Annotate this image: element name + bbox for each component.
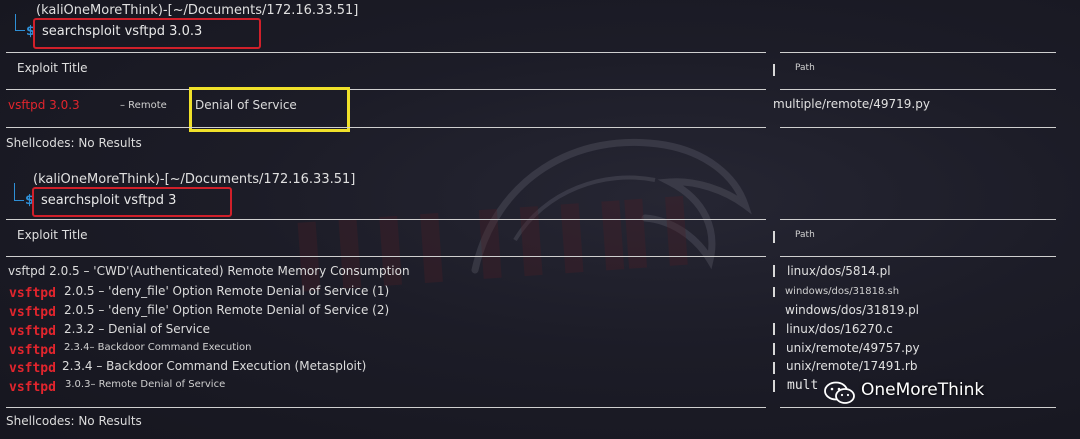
shellcodes-1: Shellcodes: No Results (6, 136, 142, 150)
table-row-path: mult (787, 378, 819, 393)
table-1-header-path: Path (795, 63, 815, 73)
prompt-1: (kaliOneMoreThink)-[~/Documents/172.16.3… (36, 3, 359, 18)
table-row-path: windows/dos/31819.pl (785, 303, 920, 317)
table-row-name: vsftpd (9, 343, 56, 358)
shellcodes-2: Shellcodes: No Results (6, 414, 142, 428)
table-row-divider (773, 380, 775, 392)
table-row-divider (773, 362, 775, 374)
table-2-header-title: Exploit Title (17, 228, 88, 242)
table-row-name: vsftpd (9, 305, 56, 320)
table-row-title: 2.0.5 – 'deny_file' Option Remote Denial… (64, 284, 390, 298)
table-row-title: 2.3.4– Backdoor Command Execution (64, 342, 252, 353)
table-row-name: vsftpd (9, 380, 56, 395)
table-row-divider (773, 343, 775, 355)
table-2-top-rule-path (780, 219, 1056, 220)
result-1-name: vsftpd 3.0.3 (8, 98, 80, 112)
table-row-path: unix/remote/49757.py (786, 341, 920, 355)
table-2-header-divider (773, 231, 775, 243)
table-1-header-divider (773, 64, 775, 76)
table-2-mid-rule-path (780, 256, 1056, 257)
table-row-path: unix/remote/17491.rb (786, 359, 918, 373)
table-row-path: linux/dos/16270.c (786, 322, 893, 336)
table-2-bottom-rule (6, 407, 766, 408)
table-row-title: 2.3.4 – Backdoor Command Execution (Meta… (62, 359, 367, 373)
table-2-header-path: Path (795, 230, 815, 240)
table-row-title: 2.0.5 – 'deny_file' Option Remote Denial… (64, 303, 390, 317)
prompt-2-dollar: $ (25, 193, 35, 208)
prompt-1-bracket (15, 14, 25, 31)
table-2-bottom-rule-path (780, 407, 1056, 408)
table-2-mid-rule (6, 256, 766, 257)
prompt-2-bracket (14, 183, 24, 201)
wechat-logo-icon (824, 381, 855, 404)
table-row-divider (773, 323, 775, 335)
table-row-path: linux/dos/5814.pl (787, 264, 891, 278)
table-2-top-rule (6, 219, 766, 220)
table-row-divider (773, 287, 775, 297)
table-row-divider (773, 265, 775, 277)
command-2: searchsploit vsftpd 3 (41, 193, 177, 208)
prompt-2: (kaliOneMoreThink)-[~/Documents/172.16.3… (33, 172, 356, 187)
table-1-header-title: Exploit Title (17, 61, 88, 75)
table-1-bottom-rule-path (780, 127, 1056, 128)
table-row-title: vsftpd 2.0.5 – 'CWD'(Authenticated) Remo… (8, 264, 410, 278)
table-1-top-rule (6, 52, 766, 53)
result-1-sep: – Remote (120, 100, 167, 111)
result-1-path: multiple/remote/49719.py (773, 97, 930, 111)
watermark-brand-text: OneMoreThink (861, 380, 985, 400)
table-row-name: vsftpd (9, 286, 56, 301)
result-1-yellow-highlight (189, 87, 350, 132)
table-1-top-rule-path (780, 52, 1056, 53)
table-row-title: 2.3.2 – Denial of Service (64, 322, 210, 336)
command-1: searchsploit vsftpd 3.0.3 (42, 24, 203, 39)
prompt-1-dollar: $ (26, 24, 36, 39)
table-row-path: windows/dos/31818.sh (785, 286, 900, 297)
table-row-name: vsftpd (9, 361, 56, 376)
table-row-name: vsftpd (9, 324, 56, 339)
table-1-mid-rule-path (780, 89, 1056, 90)
kali-dragon-watermark-icon (471, 138, 752, 274)
command-2-highlight (32, 187, 232, 217)
command-1-highlight (33, 18, 261, 49)
table-row-title: 3.0.3– Remote Denial of Service (65, 379, 226, 390)
table-1-mid-rule (6, 89, 766, 90)
result-1-desc: Denial of Service (195, 98, 297, 112)
table-1-bottom-rule (6, 127, 766, 128)
